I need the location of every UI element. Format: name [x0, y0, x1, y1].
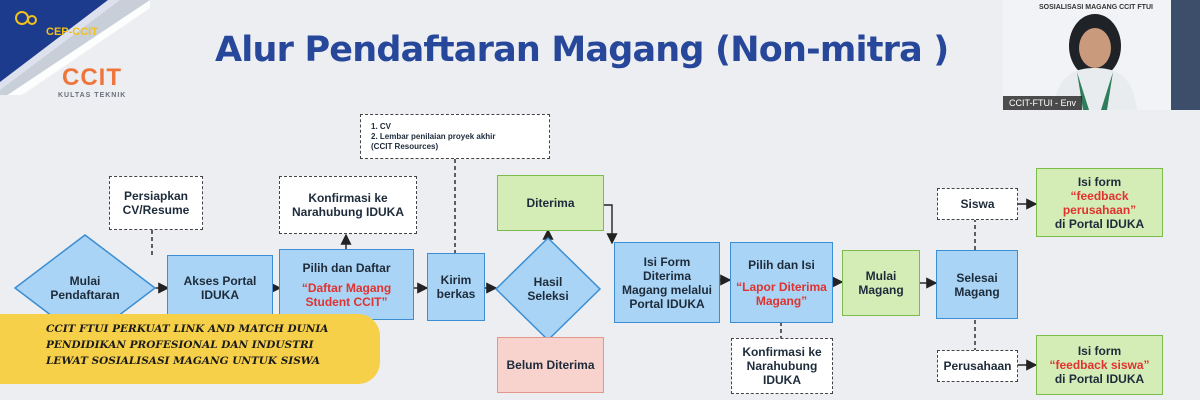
- note-item: 2. Lembar penilaian proyek akhir: [371, 131, 496, 141]
- access-portal-box: Akses Portal IDUKA: [167, 255, 273, 320]
- webcam-participant-label: CCIT-FTUI - Env: [1003, 96, 1082, 110]
- choose-register-quote: “Daftar Magang Student CCIT”: [301, 280, 392, 309]
- finish-internship-box: Selesai Magang: [936, 250, 1018, 319]
- student-feedback-post: di Portal IDUKA: [1054, 372, 1145, 386]
- accepted-box: Diterima: [497, 175, 604, 231]
- student-box: Siswa: [937, 188, 1018, 220]
- choose-fill-box: Pilih dan Isi “Lapor Diterima Magang”: [730, 242, 833, 323]
- send-files-box: Kirim berkas: [427, 253, 485, 321]
- choose-fill-title: Pilih dan Isi: [748, 257, 815, 272]
- caption-line: CCIT FTUI PERKUAT LINK AND MATCH DUNIA: [46, 323, 329, 335]
- document-notes-box: 1. CV 2. Lembar penilaian proyek akhir (…: [360, 114, 550, 159]
- company-feedback-box: Isi form “feedback perusahaan” di Portal…: [1036, 168, 1163, 237]
- choose-register-title: Pilih dan Daftar: [302, 260, 391, 275]
- note-item: 1. CV: [371, 121, 392, 131]
- fill-accepted-form-box: Isi Form Diterima Magang melalui Portal …: [614, 242, 720, 323]
- confirm-contact-top-box: Konfirmasi ke Narahubung IDUKA: [279, 176, 417, 234]
- logo-subtitle: KULTAS TEKNIK: [58, 92, 127, 99]
- note-item: (CCIT Resources): [371, 141, 439, 151]
- company-box: Perusahaan: [937, 350, 1018, 382]
- news-caption-banner: CCIT FTUI PERKUAT LINK AND MATCH DUNIA P…: [0, 314, 380, 384]
- student-feedback-pre: Isi form: [1077, 344, 1122, 358]
- student-feedback-box: Isi form “feedback siswa” di Portal IDUK…: [1036, 335, 1163, 395]
- slide-title: Alur Pendaftaran Magang (Non-mitra ): [215, 30, 949, 70]
- prepare-cv-box: Persiapkan CV/Resume: [109, 176, 203, 230]
- start-internship-box: Mulai Magang: [842, 250, 920, 316]
- selection-result-label: Hasil Seleksi: [527, 275, 569, 303]
- logo-badge-text: CEP-CCIT: [46, 26, 98, 38]
- webcam-side-panel: [1171, 0, 1200, 110]
- start-registration-label: Mulai Pendaftaran: [50, 274, 120, 302]
- caption-line: PENDIDIKAN PROFESIONAL DAN INDUSTRI: [46, 339, 314, 351]
- student-feedback-quote: “feedback siswa”: [1049, 358, 1150, 372]
- presenter-silhouette: [1053, 14, 1137, 110]
- caption-line: LEWAT SOSIALISASI MAGANG UNTUK SISWA: [46, 355, 321, 367]
- confirm-contact-bottom-box: Konfirmasi ke Narahubung IDUKA: [731, 338, 833, 394]
- ccit-logo-corner: [0, 0, 150, 95]
- company-feedback-quote: “feedback perusahaan”: [1062, 188, 1137, 217]
- webcam-overlay: SOSIALISASI MAGANG CCIT FTUI CCIT-FTUI -…: [1003, 0, 1200, 110]
- company-feedback-pre: Isi form: [1077, 174, 1122, 189]
- logo-brand-text: CCIT: [62, 64, 122, 91]
- company-feedback-post: di Portal IDUKA: [1054, 216, 1145, 231]
- webcam-banner: SOSIALISASI MAGANG CCIT FTUI: [1039, 4, 1153, 11]
- choose-register-box: Pilih dan Daftar “Daftar Magang Student …: [279, 249, 414, 320]
- not-accepted-box: Belum Diterima: [497, 337, 604, 393]
- choose-fill-quote: “Lapor Diterima Magang”: [736, 279, 827, 308]
